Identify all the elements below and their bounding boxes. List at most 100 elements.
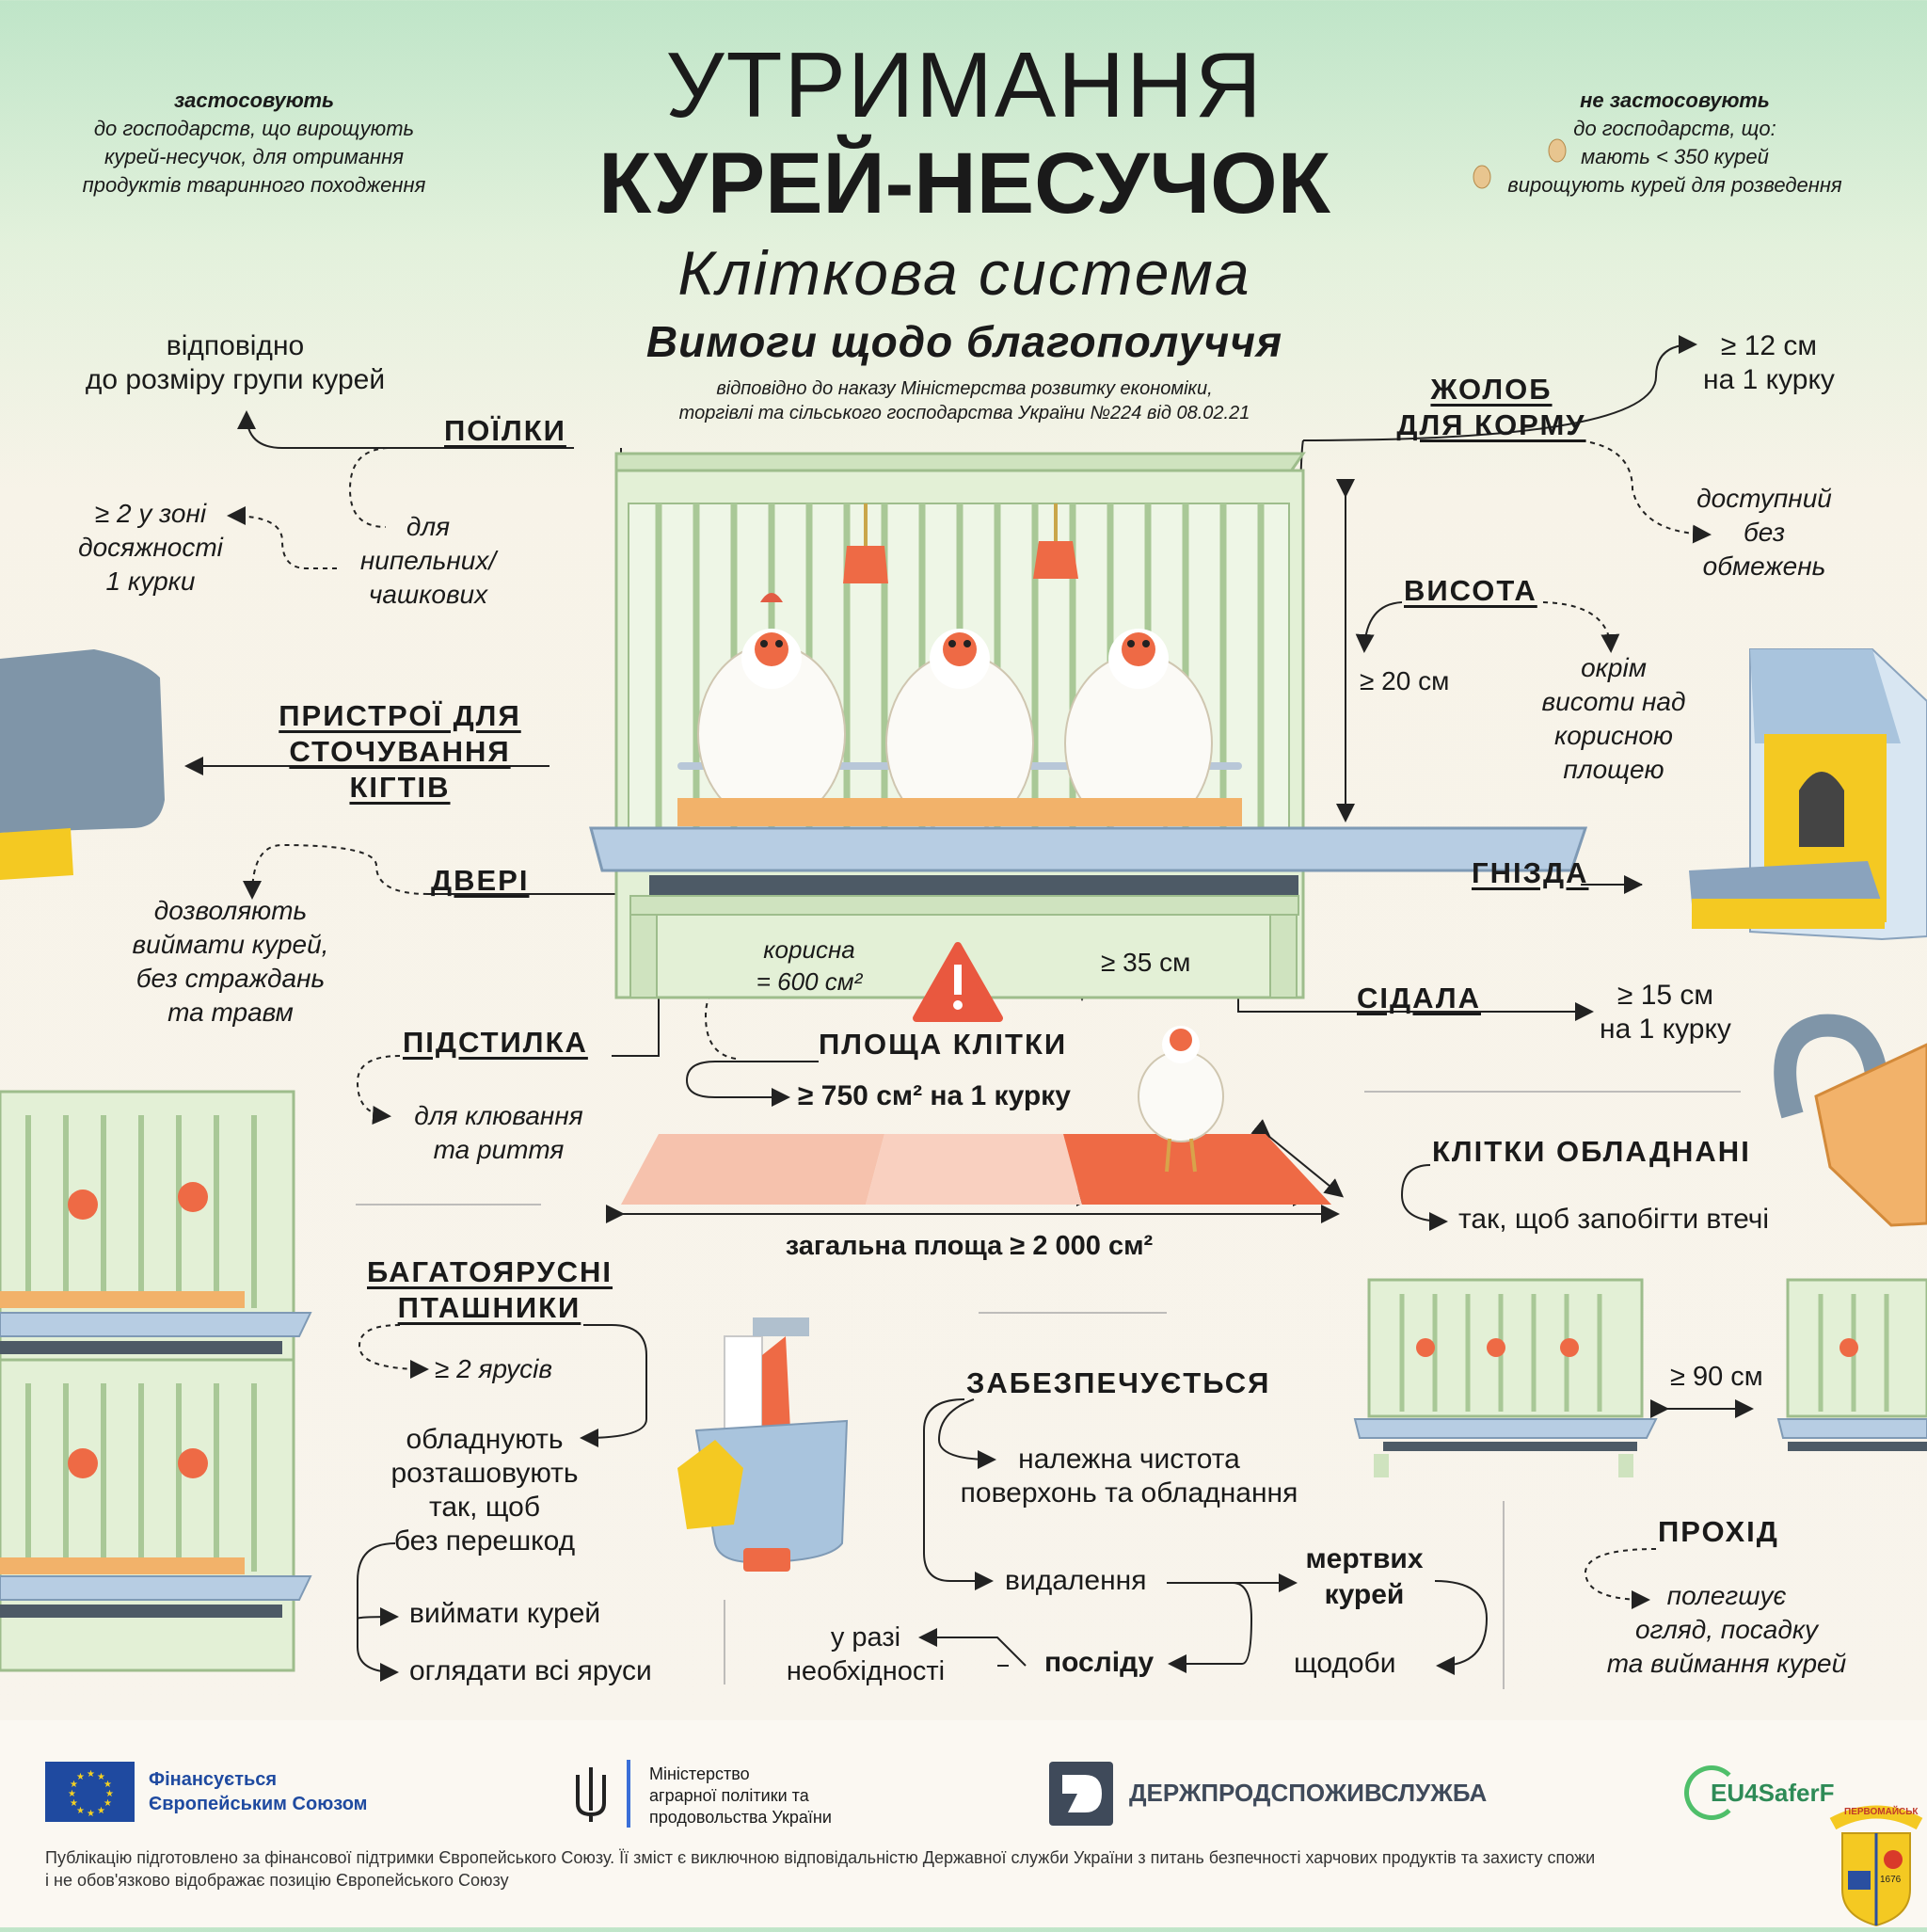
claws-label-line2: СТОЧУВАННЯ КІГТІВ — [289, 735, 511, 804]
useful-area-line2: = 600 см² — [756, 967, 863, 996]
svg-text:★: ★ — [104, 1798, 112, 1809]
svg-text:★: ★ — [97, 1772, 105, 1782]
drinkers-type-line3: чашкових — [368, 580, 488, 609]
subtitle2: Вимоги щодо благополуччя — [645, 317, 1283, 366]
tiered-tiers: ≥ 2 ярусів — [435, 1354, 552, 1383]
equipped-label: КЛІТКИ ОБЛАДНАНІ — [1432, 1135, 1751, 1168]
provided-need-line2: необхідності — [786, 1656, 946, 1686]
svg-text:★: ★ — [68, 1789, 76, 1799]
feeder-access-line2: без — [1743, 518, 1786, 547]
feeder-size-line2: на 1 курку — [1703, 364, 1835, 395]
litter-line2: та риття — [433, 1135, 565, 1164]
feeder-access-line3: обмежень — [1702, 551, 1826, 581]
svg-text:★: ★ — [70, 1798, 78, 1809]
perch-line2: на 1 курку — [1600, 1014, 1731, 1045]
svg-text:★: ★ — [70, 1780, 78, 1790]
not-applies-note: не застосовують до господарств, що: мают… — [1487, 87, 1863, 200]
door-line4: та травм — [167, 998, 294, 1027]
svg-text:★: ★ — [104, 1780, 112, 1790]
coat-year: 1676 — [1880, 1875, 1902, 1885]
claw-device-illustration — [0, 649, 165, 880]
order-reference: відповідно до наказу Міністерства розвит… — [527, 376, 1402, 425]
claws-label-line1: ПРИСТРОЇ ДЛЯ — [279, 699, 521, 732]
provided-label: ЗАБЕЗПЕЧУЄТЬСЯ — [966, 1366, 1271, 1399]
tiered-item1: виймати курей — [409, 1598, 601, 1629]
ministry-line3: продовольства України — [649, 1808, 832, 1827]
svg-text:★: ★ — [97, 1806, 105, 1816]
drinkers-group-line1: відповідно — [166, 330, 305, 361]
drinkers-type-line1: для — [406, 512, 451, 541]
aisle-cages-illustration — [1353, 1278, 1927, 1477]
height-note-line2: висоти над — [1541, 687, 1686, 716]
drinkers-reach-note: ≥ 2 у зоні досяжності 1 курки — [38, 497, 263, 599]
eu4safer-logo-icon — [1684, 1765, 1739, 1820]
ministry-line1: Міністерство — [649, 1764, 750, 1783]
provided-need: у разі необхідності — [772, 1621, 960, 1688]
applies-line3: продуктів тваринного походження — [82, 173, 426, 197]
provided-manure: посліду — [1044, 1647, 1155, 1678]
provided-clean: належна чистота поверхонь та обладнання — [946, 1443, 1313, 1510]
eu-line1: Фінансується — [149, 1769, 278, 1790]
provided-dead-line1: мертвих — [1305, 1543, 1424, 1574]
aisle-note: полегшує огляд, посадку та виймання куре… — [1581, 1579, 1872, 1681]
drinkers-group-note: відповідно до розміру групи курей — [38, 329, 433, 397]
not-applies-heading: не застосовують — [1580, 88, 1770, 112]
agency-name: ДЕРЖПРОДСПОЖИВСЛУЖБА — [1129, 1779, 1488, 1807]
provided-removal: видалення — [1005, 1565, 1147, 1596]
cleaning-supplies-illustration — [677, 1317, 849, 1572]
egg-icon — [1473, 165, 1491, 189]
height-note-line1: окрім — [1581, 653, 1647, 682]
coat-text: ПЕРВОМАЙСЬК — [1844, 1807, 1919, 1817]
height-note-line3: корисною — [1554, 721, 1673, 750]
drinkers-type-note: для нипельних/ чашкових — [339, 510, 518, 612]
applies-note: застосовують до господарств, що вирощуют… — [47, 87, 461, 200]
ministry-line2: аграрної політики та — [649, 1786, 809, 1805]
padlock-illustration — [1774, 1014, 1927, 1227]
litter-label: ПІДСТИЛКА — [403, 1026, 588, 1059]
useful-area-note: корисна = 600 см² — [743, 934, 875, 998]
agency-logo-icon — [1049, 1762, 1113, 1826]
disclaimer-line1: Публікацію підготовлено за фінансової пі… — [45, 1848, 1596, 1867]
door-line3: без страждань — [135, 964, 326, 993]
not-applies-line1: до господарств, що: — [1573, 117, 1776, 140]
aisle-line3: та виймання курей — [1606, 1649, 1847, 1678]
tiered-note: обладнують розташовують так, щоб без пер… — [386, 1423, 583, 1558]
cage-area-label: ПЛОЩА КЛІТКИ — [819, 1028, 1068, 1061]
equipped-note: так, щоб запобігти втечі — [1458, 1204, 1770, 1235]
tiered-label-line1: БАГАТОЯРУСНІ — [367, 1255, 613, 1288]
feeder-size-line1: ≥ 12 см — [1720, 330, 1818, 361]
subtitle: Кліткова система — [677, 238, 1251, 308]
provided-daily: щодоби — [1294, 1648, 1396, 1679]
tiered-line1: обладнують — [406, 1424, 564, 1455]
perch-note: ≥ 15 см на 1 курку — [1581, 979, 1750, 1046]
litter-line1: для клювання — [414, 1101, 583, 1130]
perch-line1: ≥ 15 см — [1616, 980, 1714, 1011]
height-note: окрім висоти над корисною площею — [1515, 651, 1712, 787]
useful-area-line1: корисна — [763, 935, 855, 964]
ministry-text: Міністерство аграрної політики та продов… — [649, 1764, 832, 1828]
cage-area-illustration — [621, 1026, 1331, 1205]
applies-line2: курей-несучок, для отримання — [104, 145, 404, 168]
disclaimer-line2: і не обов'язково відображає позицію Євро… — [45, 1871, 509, 1890]
tiered-line4: без перешкод — [393, 1525, 576, 1557]
applies-line1: до господарств, що вирощують — [93, 117, 415, 140]
svg-text:★: ★ — [76, 1772, 85, 1782]
drinkers-type-line2: нипельних/ — [359, 546, 497, 575]
eu-flag-icon: ★★★ ★★★ ★★★ ★★★ — [45, 1762, 135, 1822]
trident-icon — [572, 1765, 610, 1836]
door-label: ДВЕРІ — [431, 864, 530, 897]
eu4safer-text: EU4SaferF — [1711, 1779, 1835, 1807]
claws-label: ПРИСТРОЇ ДЛЯ СТОЧУВАННЯ КІГТІВ — [235, 698, 565, 806]
svg-text:★: ★ — [87, 1809, 95, 1819]
feeder-label-line1: ЖОЛОБ — [1430, 373, 1553, 406]
drinkers-reach-line2: досяжності — [78, 533, 223, 562]
tiered-cages-illustration — [0, 1090, 312, 1672]
feeder-access-line1: доступний — [1696, 484, 1832, 513]
drinkers-reach-line1: ≥ 2 у зоні — [94, 499, 207, 528]
cage-area-per-hen: ≥ 750 см² на 1 курку — [798, 1080, 1071, 1111]
door-note: дозволяють виймати курей, без страждань … — [104, 894, 358, 1030]
provided-clean-line2: поверхонь та обладнання — [960, 1477, 1298, 1509]
provided-dead-line2: курей — [1324, 1579, 1405, 1610]
not-applies-item2: вирощують курей для розведення — [1507, 173, 1842, 197]
